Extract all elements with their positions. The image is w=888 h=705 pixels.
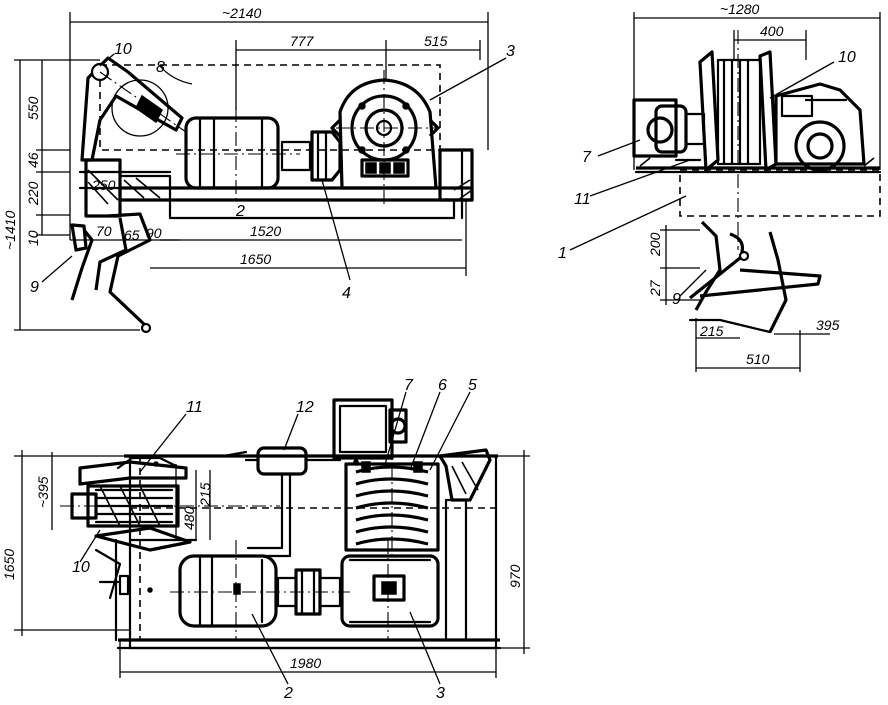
dim-overall-height: ~1410 (2, 210, 18, 250)
dim-span-70: 70 (96, 223, 112, 239)
label-side-7: 7 (582, 149, 592, 166)
dim-plan-480: 480 (181, 506, 197, 530)
dim-side-height-27: 27 (647, 279, 663, 297)
dim-height-250: 250 (91, 177, 116, 193)
dim-height-220: 220 (25, 181, 41, 206)
dim-frame-1650: 1650 (240, 251, 271, 267)
label-plan-11: 11 (186, 399, 203, 416)
label-side-1: 1 (558, 245, 567, 262)
dim-height-550: 550 (25, 96, 41, 120)
dim-plan-length-1980: 1980 (290, 655, 321, 671)
label-front-10: 10 (114, 41, 132, 58)
label-front-8: 8 (156, 59, 165, 76)
label-front-3: 3 (506, 43, 515, 60)
label-plan-10: 10 (72, 559, 90, 576)
dim-top-span-777: 777 (290, 33, 315, 49)
front-view: ~2140 777 515 550 46 220 250 ~1410 10 70… (2, 5, 515, 334)
dim-side-span-215: 215 (699, 323, 724, 339)
dim-height-46: 46 (25, 152, 41, 168)
label-plan-2: 2 (283, 685, 293, 702)
label-side-10: 10 (838, 49, 856, 66)
dim-top-span-515: 515 (424, 33, 448, 49)
label-front-2: 2 (235, 203, 245, 220)
dim-plan-215: 215 (197, 482, 213, 507)
dim-side-overall-width: ~1280 (720, 1, 760, 17)
side-view: ~1280 400 200 27 215 395 510 10 7 11 1 9 (558, 1, 882, 372)
dim-side-span-510: 510 (746, 351, 770, 367)
label-front-4: 4 (342, 285, 351, 302)
label-plan-5: 5 (468, 377, 477, 394)
dim-plan-width-1650: 1650 (1, 549, 17, 580)
label-side-11: 11 (574, 191, 591, 208)
label-front-9: 9 (30, 279, 39, 296)
dim-side-span-400: 400 (760, 23, 784, 39)
label-plan-7: 7 (404, 377, 414, 394)
label-plan-12: 12 (296, 399, 314, 416)
label-side-9: 9 (672, 291, 681, 308)
dim-span-90: 90 (146, 225, 162, 241)
dim-top-overall-length: ~2140 (222, 5, 262, 21)
dim-plan-970: 970 (507, 564, 523, 588)
dim-height-10: 10 (25, 230, 41, 246)
label-plan-3: 3 (436, 685, 445, 702)
dim-span-65: 65 (124, 227, 140, 243)
label-plan-6: 6 (438, 377, 447, 394)
dim-side-height-200: 200 (647, 232, 663, 257)
dim-plan-395: ~395 (35, 476, 51, 508)
dim-frame-1520: 1520 (250, 223, 281, 239)
dim-side-span-395: 395 (816, 317, 840, 333)
plan-view: 1650 ~395 215 480 970 1980 11 12 7 6 5 1… (1, 377, 530, 702)
